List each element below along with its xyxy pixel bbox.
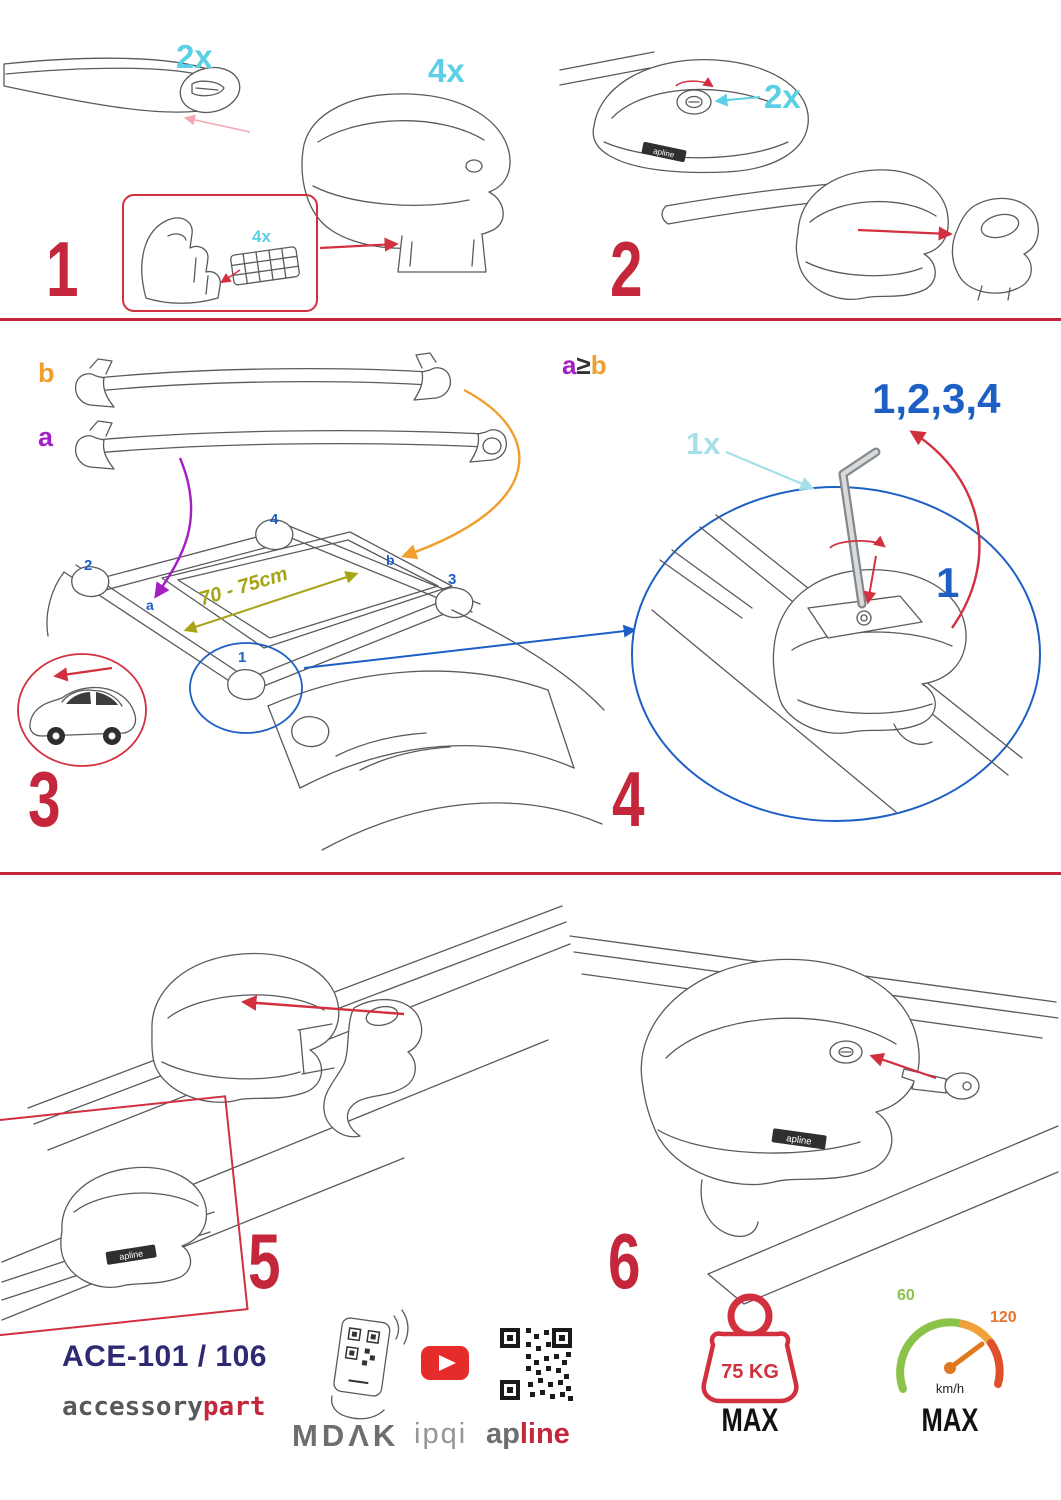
step3-car-inset-illustration [17,653,147,767]
step6-number: 6 [608,1217,641,1305]
apline-badge: apline [105,1244,157,1265]
bolt-arrow [863,555,877,605]
weight-limit-icon [701,1293,799,1404]
pad-detail-arrow [220,269,241,284]
step4-tightening-illustration [631,430,1041,822]
pad-insert-arrow [319,237,399,252]
roof-position-4: 4 [270,511,279,528]
roof-position-3: 3 [448,571,457,588]
accessorypart-logo-right: part [202,1392,266,1422]
foot-logo-text: apline [786,1133,813,1147]
apline-logo: apline [486,1420,570,1449]
key-qty-arrow [725,450,815,491]
step1-crossbar-illustration [3,57,251,133]
step1-number: 1 [46,225,79,313]
speed-max-label: MAX [921,1402,979,1438]
roof-position-2: 2 [84,557,93,574]
step1-pad-detail-illustration [141,217,300,304]
step3-roof-illustration [46,388,637,851]
step5-number: 5 [248,1217,281,1305]
step2-lock-foot-illustration: apline [559,51,809,174]
cond-a: a [562,350,577,380]
distance-arrow [183,571,359,633]
lock-turn-arrow [675,76,714,88]
apline-badge: apline [771,1128,827,1150]
apline-logo-left: ap [486,1418,520,1450]
step1-pad-detail-box [122,194,318,312]
apline-badge: apline [641,141,687,163]
allen-key-icon [838,447,881,609]
key-icon [901,1068,980,1100]
tighten-first-label: 1 [936,559,960,606]
speedometer-needle [947,1341,985,1371]
step5-closed-cover-box [0,1095,249,1337]
step3-crossbar-b-illustration [74,352,452,408]
step3-number: 3 [28,755,61,843]
step2-number: 2 [610,225,643,313]
cond-op: ≥ [576,350,591,380]
qr-code-icon [500,1328,573,1401]
weight-max-label: MAX [721,1402,779,1438]
bar-a-label: a [38,422,54,452]
apline-logo-right: line [519,1418,570,1450]
speed-unit-label: km/h [935,1381,965,1396]
cover-attach-arrow [857,226,953,241]
roof-position-1: 1 [238,649,247,666]
model-number: ACE-101 / 106 [62,1340,267,1373]
bar-a-position-arrow [154,457,193,599]
key-insert-arrow [869,1052,937,1080]
step2-assembly-illustration [661,169,1039,301]
bar-quantity-label: 2x [176,38,213,75]
mdak-logo: MDΛK [292,1418,400,1453]
speed-max-value-label: 120 [990,1309,1017,1326]
foot-highlight-circle [189,642,303,734]
accessorypart-logo: accessorypart [62,1394,266,1420]
key-rotate-arrow [829,535,886,549]
bar-b-position-arrow [401,388,521,560]
order-arrow [909,430,981,629]
lock-qty-arrow [714,93,761,107]
mount-direction-arrow [53,666,113,682]
a-gte-b-label: a≥b [562,352,607,378]
cover-remove-arrow [240,995,405,1016]
youtube-icon [421,1346,469,1380]
foot-logo-text: apline [652,146,675,159]
step1-foot-illustration [301,93,511,273]
foot-logo-text: apline [119,1248,144,1262]
ipqi-logo: ipqi [414,1418,468,1450]
weight-limit-value: 75 KG [721,1361,779,1383]
tighten-order-label: 1,2,3,4 [872,375,1001,422]
roof-position-b: b [386,552,395,568]
accessorypart-logo-left: accessory [62,1392,203,1422]
roof-position-a: a [146,597,154,613]
bar-b-label: b [38,358,55,388]
zoom-link-arrow [303,624,637,669]
key-quantity-label: 1x [686,426,721,461]
step4-number: 4 [612,755,645,843]
lock-quantity-label: 2x [764,78,801,115]
step3-crossbar-a-illustration [74,420,508,470]
step5-cover-illustration: apline [1,905,571,1321]
qr-scan-phone-icon [330,1309,409,1420]
section-divider-bottom [0,872,1061,875]
step6-lock-illustration: apline [569,935,1059,1305]
foot-quantity-label: 4x [428,52,465,89]
section-divider-top [0,318,1061,321]
bar-pointer-arrow [183,114,251,133]
cond-b: b [590,350,607,380]
pad-quantity-label: 4x [252,227,271,246]
speedometer-icon [896,1318,1004,1393]
speed-min-label: 60 [897,1287,915,1304]
